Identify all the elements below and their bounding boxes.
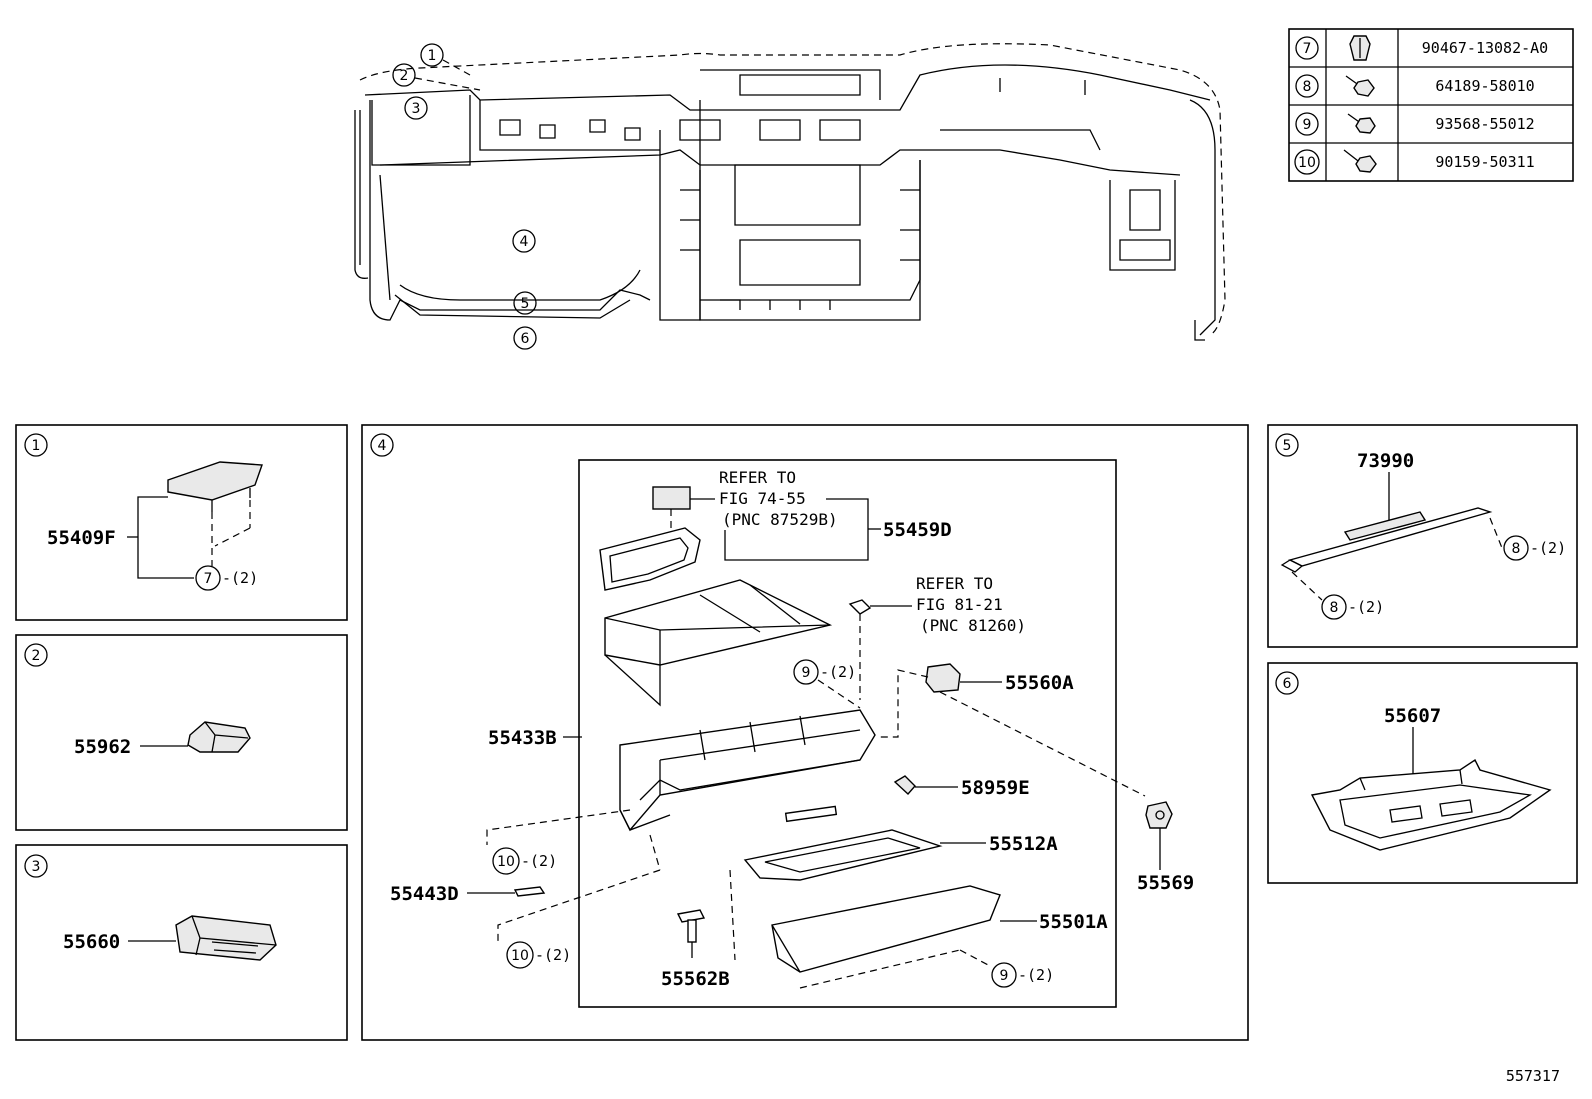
- fastener-table: [1288, 28, 1574, 182]
- svg-text:2: 2: [400, 68, 409, 84]
- svg-text:2: 2: [32, 648, 41, 664]
- panel-1: 1 55409F 7 -(2): [15, 424, 348, 621]
- part-label-55512A: 55512A: [989, 833, 1058, 855]
- part-55962-pad: [187, 721, 251, 753]
- svg-text:6: 6: [521, 331, 530, 347]
- part-55562B-bolt: [676, 909, 706, 943]
- svg-text:3: 3: [412, 101, 421, 117]
- bolt-icon: [1345, 75, 1375, 97]
- svg-text:3: 3: [32, 859, 41, 875]
- panel-5: 5 73990 8 -(2) 8 -(2): [1267, 424, 1578, 648]
- part-55501A-door: [771, 885, 1001, 973]
- part-label-55962: 55962: [74, 736, 131, 758]
- screw-icon: [1343, 149, 1377, 173]
- bolt-icon: [1347, 113, 1376, 134]
- clip-part: [848, 599, 872, 615]
- svg-text:10: 10: [1298, 155, 1316, 171]
- part-55443D-pin: [513, 886, 546, 897]
- svg-text:8: 8: [1303, 79, 1312, 95]
- svg-text:-(2): -(2): [535, 946, 571, 964]
- part-label-55433B: 55433B: [488, 727, 557, 749]
- svg-text:5: 5: [521, 296, 530, 312]
- part-label-55562B: 55562B: [661, 968, 730, 990]
- svg-text:90467-13082-A0: 90467-13082-A0: [1422, 39, 1548, 57]
- part-label-55560A: 55560A: [1005, 672, 1074, 694]
- part-label-73990: 73990: [1357, 450, 1414, 472]
- part-label-55409F: 55409F: [47, 527, 116, 549]
- overview-callout-6: 6: [513, 326, 537, 350]
- part-55512A-frame: [743, 829, 943, 881]
- svg-text:-(2): -(2): [222, 569, 258, 587]
- figure-id: 557317: [1506, 1067, 1560, 1085]
- svg-text:9: 9: [1000, 968, 1009, 984]
- part-label-55569: 55569: [1137, 872, 1194, 894]
- part-label-55607: 55607: [1384, 705, 1441, 727]
- panel-3: 3 55660: [15, 844, 348, 1041]
- svg-text:64189-58010: 64189-58010: [1435, 77, 1534, 95]
- svg-text:10: 10: [497, 854, 515, 870]
- svg-text:-(2): -(2): [820, 663, 856, 681]
- part-tray-upper: [604, 579, 833, 707]
- overview-callout-5: 5: [513, 291, 537, 315]
- svg-text:-(2): -(2): [1348, 598, 1384, 616]
- fastener-row-7: 7 90467-13082-A0: [1295, 35, 1548, 61]
- svg-text:1: 1: [32, 438, 41, 454]
- part-label-55459D: 55459D: [883, 519, 952, 541]
- svg-text:FIG 74-55: FIG 74-55: [719, 489, 806, 508]
- part-73990-strip: [1280, 507, 1493, 573]
- svg-text:5: 5: [1283, 438, 1292, 454]
- part-label-58959E: 58959E: [961, 777, 1030, 799]
- clip-icon: [1349, 35, 1371, 61]
- svg-text:-(2): -(2): [1530, 539, 1566, 557]
- part-55569-clip: [1145, 801, 1173, 829]
- part-55459D-frame: [599, 527, 701, 591]
- svg-text:90159-50311: 90159-50311: [1435, 153, 1534, 171]
- part-55409F-cover: [167, 461, 263, 512]
- svg-text:8: 8: [1512, 541, 1521, 557]
- svg-text:1: 1: [428, 48, 437, 64]
- part-58959E-cylinder: [784, 775, 916, 823]
- svg-text:REFER TO: REFER TO: [916, 574, 993, 593]
- fastener-row-10: 10 90159-50311: [1294, 149, 1535, 175]
- panel-6: 6 55607: [1267, 662, 1578, 884]
- part-55560A-switch: [925, 663, 961, 693]
- svg-text:4: 4: [378, 438, 387, 454]
- svg-text:FIG 81-21: FIG 81-21: [916, 595, 1003, 614]
- fastener-row-9: 9 93568-55012: [1295, 112, 1535, 136]
- overview-callout-4: 4: [512, 229, 536, 253]
- part-label-55660: 55660: [63, 931, 120, 953]
- panel-2: 2 55962: [15, 634, 348, 831]
- part-55433B-housing: [619, 709, 876, 832]
- svg-text:9: 9: [802, 665, 811, 681]
- svg-text:-(2): -(2): [1018, 966, 1054, 984]
- svg-text:7: 7: [1303, 41, 1312, 57]
- overview-callout-3: 3: [404, 96, 428, 120]
- overview-callout-1: 1: [420, 43, 471, 76]
- part-55660-box: [175, 915, 277, 961]
- svg-text:4: 4: [520, 234, 529, 250]
- pad-part: [652, 486, 691, 510]
- svg-text:REFER TO: REFER TO: [719, 468, 796, 487]
- part-55607-panel: [1310, 758, 1552, 851]
- dashboard-overview: [354, 43, 1226, 341]
- part-label-55443D: 55443D: [390, 883, 459, 905]
- svg-text:-(2): -(2): [521, 852, 557, 870]
- svg-text:(PNC 81260): (PNC 81260): [920, 616, 1026, 635]
- svg-text:6: 6: [1283, 676, 1292, 692]
- overview-callout-2: 2: [392, 63, 481, 91]
- svg-text:7: 7: [204, 571, 213, 587]
- svg-text:9: 9: [1303, 117, 1312, 133]
- svg-text:10: 10: [511, 948, 529, 964]
- panel-4: 4 REFER TO FIG 74-55 (PNC 87529B) 55459D…: [361, 424, 1249, 1041]
- fastener-row-8: 8 64189-58010: [1295, 74, 1535, 98]
- part-label-55501A: 55501A: [1039, 911, 1108, 933]
- svg-text:8: 8: [1330, 600, 1339, 616]
- svg-text:(PNC 87529B): (PNC 87529B): [722, 510, 838, 529]
- svg-text:93568-55012: 93568-55012: [1435, 115, 1534, 133]
